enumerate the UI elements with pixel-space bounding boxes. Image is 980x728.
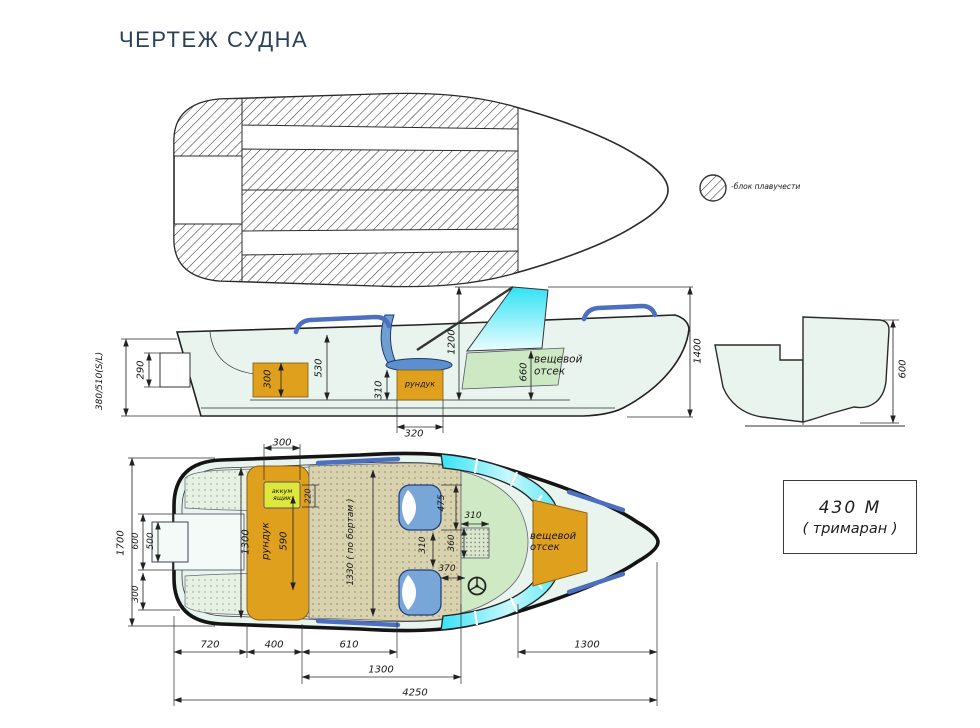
dim-transom-depth: 380/510(S/L) — [95, 351, 106, 411]
dim-chain-4250: 4250 — [402, 687, 428, 699]
dim-seat-gap: 310 — [418, 536, 429, 554]
compartment-plan-label: вещевой отсек — [530, 531, 577, 553]
bow-compartment-plan — [532, 499, 588, 587]
dim-windshield-height: 1200 — [446, 329, 458, 355]
dim-dash-width: 310 — [464, 511, 482, 522]
dim-seat-console-gap: 370 — [438, 564, 456, 575]
dim-runduk-length: 1300 — [240, 529, 252, 555]
steering-wheel-icon — [467, 576, 487, 596]
dim-transom-height: 600 — [897, 359, 909, 379]
stern-curve — [209, 331, 256, 375]
dim-stern-locker-height: 300 — [262, 369, 274, 389]
dimension-chain — [173, 562, 658, 706]
runduk-plan-label: рундук — [260, 522, 272, 560]
windshield-frame-side — [416, 285, 514, 352]
dim-cockpit-depth: 530 — [313, 358, 325, 378]
side-view — [121, 285, 693, 433]
compartment-side-label: вещевой отсек — [534, 353, 583, 377]
dim-beam: 1700 — [115, 530, 127, 556]
runduk-side — [396, 369, 444, 401]
dim-motor-mount-width: 500 — [146, 532, 157, 550]
model-name: 430 М — [818, 497, 882, 518]
stern-locker-side — [252, 362, 309, 398]
dim-chain-1300-mid: 1300 — [368, 664, 394, 676]
seat-top — [398, 484, 442, 531]
model-label-box: 430 М ( тримаран ) — [783, 480, 917, 554]
dim-chain-610: 610 — [339, 639, 359, 651]
dim-chain-400: 400 — [264, 639, 284, 651]
transom-inner-profile — [714, 344, 804, 423]
dim-battery-box-depth: 220 — [303, 488, 313, 504]
dim-motor-well-width: 600 — [131, 532, 142, 550]
transom-view — [714, 316, 905, 427]
dim-runduk-width-plan: 590 — [278, 531, 290, 551]
model-type: ( тримаран ) — [802, 520, 898, 537]
dim-battery-box-width: 300 — [272, 437, 292, 449]
buoyancy-block-stern-top — [173, 97, 243, 157]
bottom-view — [173, 92, 669, 288]
runduk-side-label: рундук — [404, 379, 436, 389]
transom-outer-profile — [802, 316, 890, 423]
plan-view — [128, 444, 660, 633]
dim-seat-width: 475 — [437, 494, 448, 512]
buoyancy-legend-label: -блок плавучести — [731, 181, 801, 191]
motor-mount-plan — [151, 521, 189, 563]
buoyancy-block-top-band — [241, 93, 519, 130]
motor-mount-bracket — [159, 352, 191, 388]
dim-stern-deck-width: 300 — [131, 585, 142, 603]
handrail-side-right — [581, 303, 658, 322]
page-title: ЧЕРТЕЖ СУДНА — [119, 27, 309, 52]
console-hatch — [460, 527, 490, 559]
handrail-side-left — [293, 314, 392, 335]
buoyancy-legend-icon — [699, 174, 727, 202]
dim-chain-720: 720 — [200, 639, 220, 651]
handrails-plan — [315, 456, 626, 628]
buoyancy-block-stern-bottom — [173, 223, 243, 283]
dim-runduk-height: 310 — [373, 380, 385, 400]
dim-runduk-width: 320 — [404, 428, 424, 440]
battery-box-label: аккум ящик — [271, 486, 293, 502]
dim-motor-mount: 290 — [135, 360, 147, 380]
buoyancy-block-bottom-band — [241, 250, 519, 287]
dim-dash-depth: 360 — [447, 534, 458, 552]
windshield-glass-side — [465, 286, 549, 352]
seat-bottom — [398, 569, 442, 616]
dim-overall-height: 1400 — [692, 338, 704, 364]
dim-compartment-depth: 660 — [518, 362, 530, 382]
dim-chain-1300-bow: 1300 — [574, 639, 600, 651]
seat-cushion-side — [385, 358, 453, 372]
console-side — [461, 347, 565, 390]
dim-cockpit-width: 1330 ( по бортам ) — [346, 498, 357, 586]
